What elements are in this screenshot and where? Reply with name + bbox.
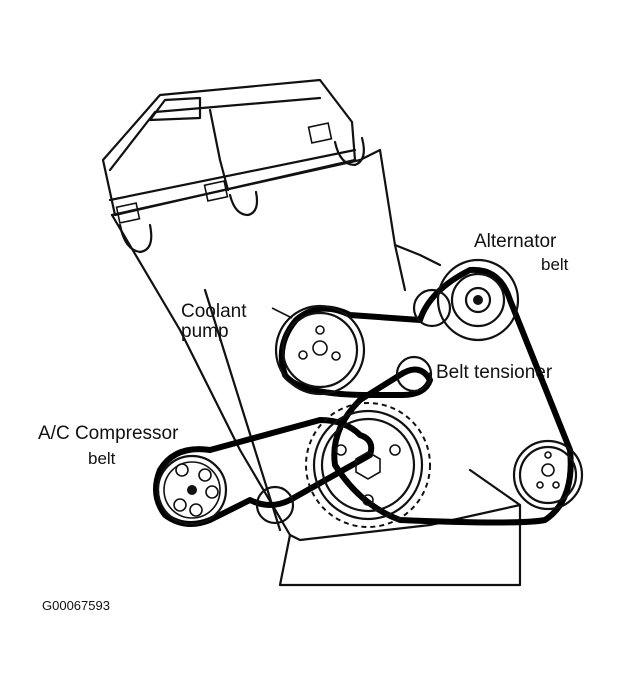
belt-tensioner-label: Belt tensioner <box>436 362 553 383</box>
figure-id: G00067593 <box>42 598 110 613</box>
coolant-pump-pulley <box>274 304 366 396</box>
crankshaft-pulley <box>305 402 431 528</box>
engine-block <box>110 148 522 587</box>
alternator-belt-label: belt <box>541 255 569 274</box>
ac-compressor-pulley <box>156 454 228 526</box>
lower-idler-pulley <box>255 485 295 525</box>
ac-compressor-belt <box>153 417 375 527</box>
upper-idler-pulley <box>412 288 452 328</box>
valve-cover <box>101 78 365 254</box>
idler-pulley-right <box>512 439 584 511</box>
ac-compressor-belt-label: belt <box>88 449 116 468</box>
ac-compressor-label: A/C Compressor <box>38 423 179 444</box>
tensioner-leader-line <box>425 372 433 375</box>
alternator-belt <box>278 266 574 526</box>
coolant-leader-line <box>271 307 293 319</box>
coolant-pump-label: pump <box>181 321 229 342</box>
alternator-pulley <box>436 258 520 342</box>
belt-tensioner-pulley <box>395 355 433 393</box>
alternator-label: Alternator <box>474 231 557 252</box>
coolant-label: Coolant <box>181 301 247 322</box>
